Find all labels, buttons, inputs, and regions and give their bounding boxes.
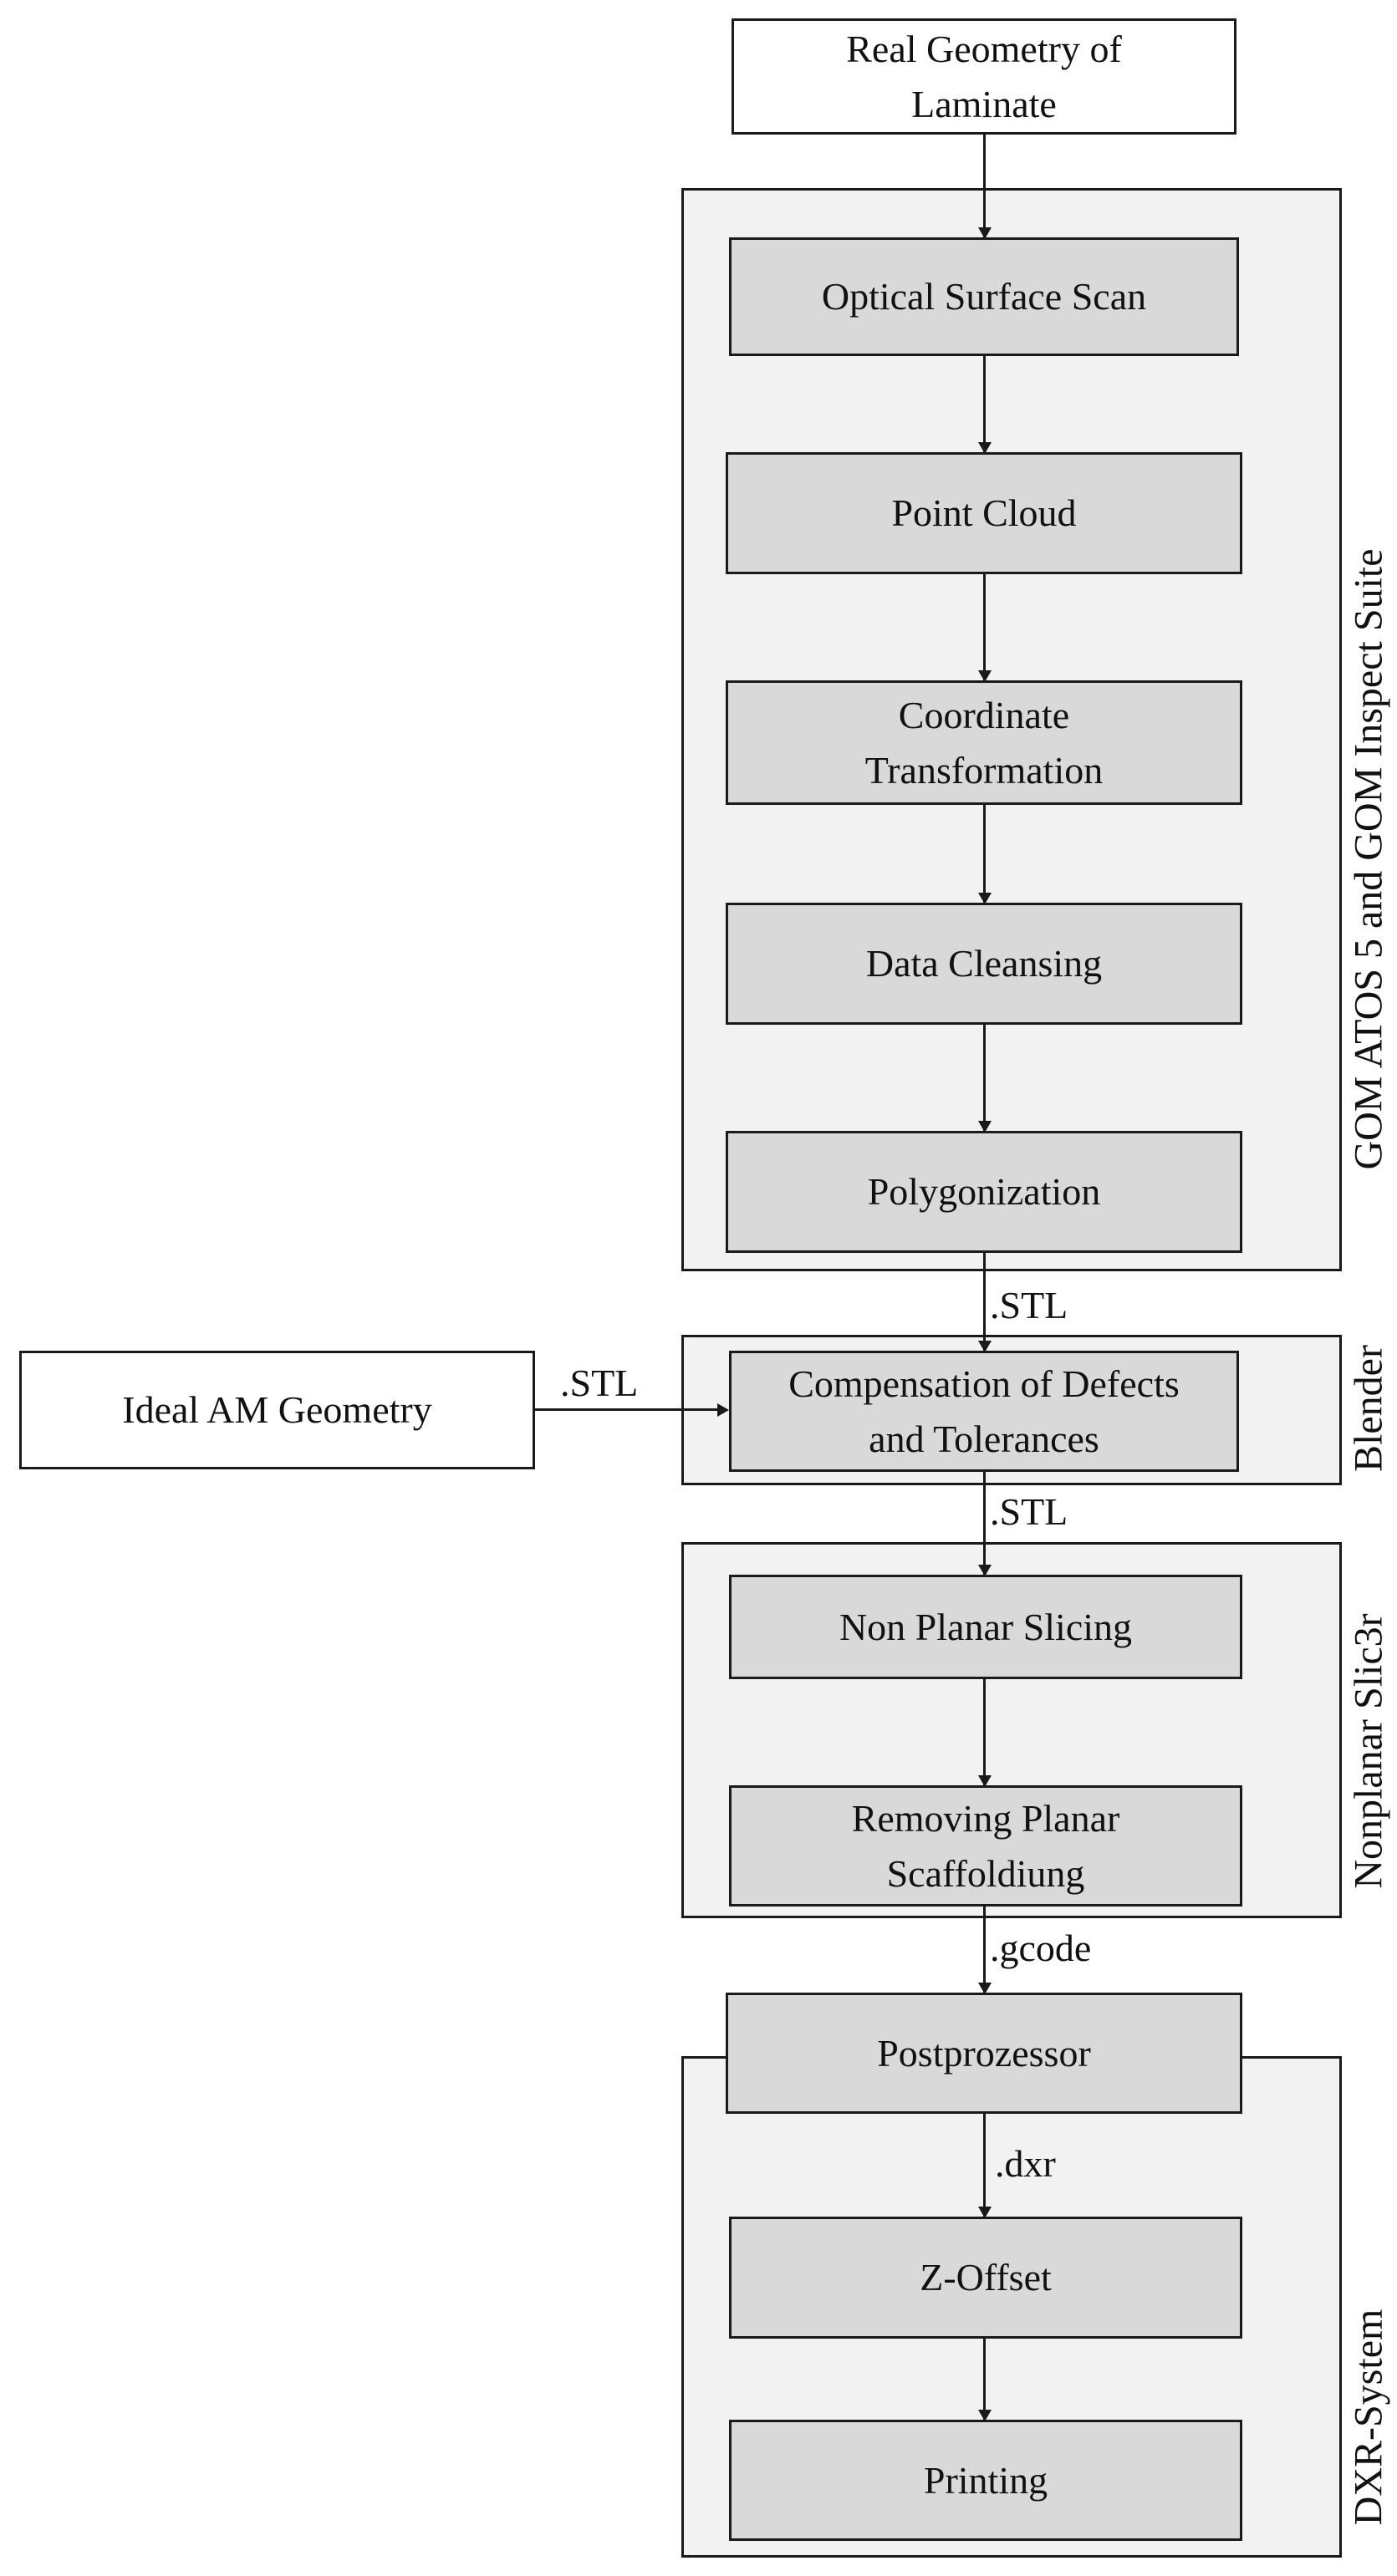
group-label-dxr-system: DXR-System (1346, 2309, 1391, 2526)
node-ideal-am-geometry: Ideal AM Geometry (19, 1351, 535, 1469)
connector-scan-to-cloud (983, 354, 986, 452)
node-printing: Printing (729, 2420, 1242, 2541)
connector-compensation-to-slicing (983, 1469, 986, 1575)
node-polygonization: Polygonization (726, 1131, 1242, 1253)
edge-label-stl: .STL (560, 1362, 639, 1404)
connector-zoffset-to-printing (983, 2336, 986, 2420)
arrowhead (978, 1565, 992, 1576)
node-postprozessor: Postprozessor (726, 1993, 1242, 2114)
edge-label-stl: .STL (990, 1284, 1068, 1326)
node-removing-planar-scaffolding: Removing Planar Scaffoldiung (729, 1785, 1242, 1907)
node-coordinate-transformation: Coordinate Transformation (726, 680, 1242, 805)
arrowhead (978, 442, 992, 454)
node-real-geometry: Real Geometry of Laminate (732, 18, 1236, 135)
node-point-cloud: Point Cloud (726, 452, 1242, 574)
arrowhead (978, 1121, 992, 1133)
connector-transform-to-cleansing (983, 802, 986, 903)
node-data-cleansing: Data Cleansing (726, 903, 1242, 1025)
connector-removing-to-post (983, 1904, 986, 1993)
arrowhead (978, 2207, 992, 2218)
node-optical-surface-scan: Optical Surface Scan (729, 237, 1239, 356)
connector-post-to-zoffset (983, 2111, 986, 2217)
group-label-gom: GOM ATOS 5 and GOM Inspect Suite (1346, 548, 1391, 1170)
arrowhead (978, 670, 992, 682)
node-non-planar-slicing: Non Planar Slicing (729, 1575, 1242, 1679)
connector-cloud-to-transform (983, 572, 986, 680)
arrowhead (978, 227, 992, 239)
arrowhead (717, 1403, 729, 1417)
edge-label-gcode: .gcode (990, 1927, 1092, 1969)
connector-polygon-to-compensation (983, 1250, 986, 1351)
arrowhead (978, 893, 992, 904)
edge-label-stl: .STL (990, 1490, 1068, 1533)
connector-ideal-to-compensation (535, 1408, 719, 1411)
connector-slicing-to-removing (983, 1677, 986, 1785)
connector-cleansing-to-polygon (983, 1022, 986, 1131)
arrowhead (978, 2410, 992, 2421)
group-label-slic3r: Nonplanar Slic3r (1346, 1613, 1391, 1889)
edge-label-dxr: .dxr (995, 2142, 1056, 2185)
arrowhead (978, 1775, 992, 1787)
arrowhead (978, 1983, 992, 1994)
arrowhead (978, 1341, 992, 1352)
node-compensation: Compensation of Defects and Tolerances (729, 1351, 1239, 1472)
connector-real-to-scan (983, 132, 986, 237)
group-label-blender: Blender (1346, 1345, 1391, 1472)
node-z-offset: Z-Offset (729, 2217, 1242, 2339)
